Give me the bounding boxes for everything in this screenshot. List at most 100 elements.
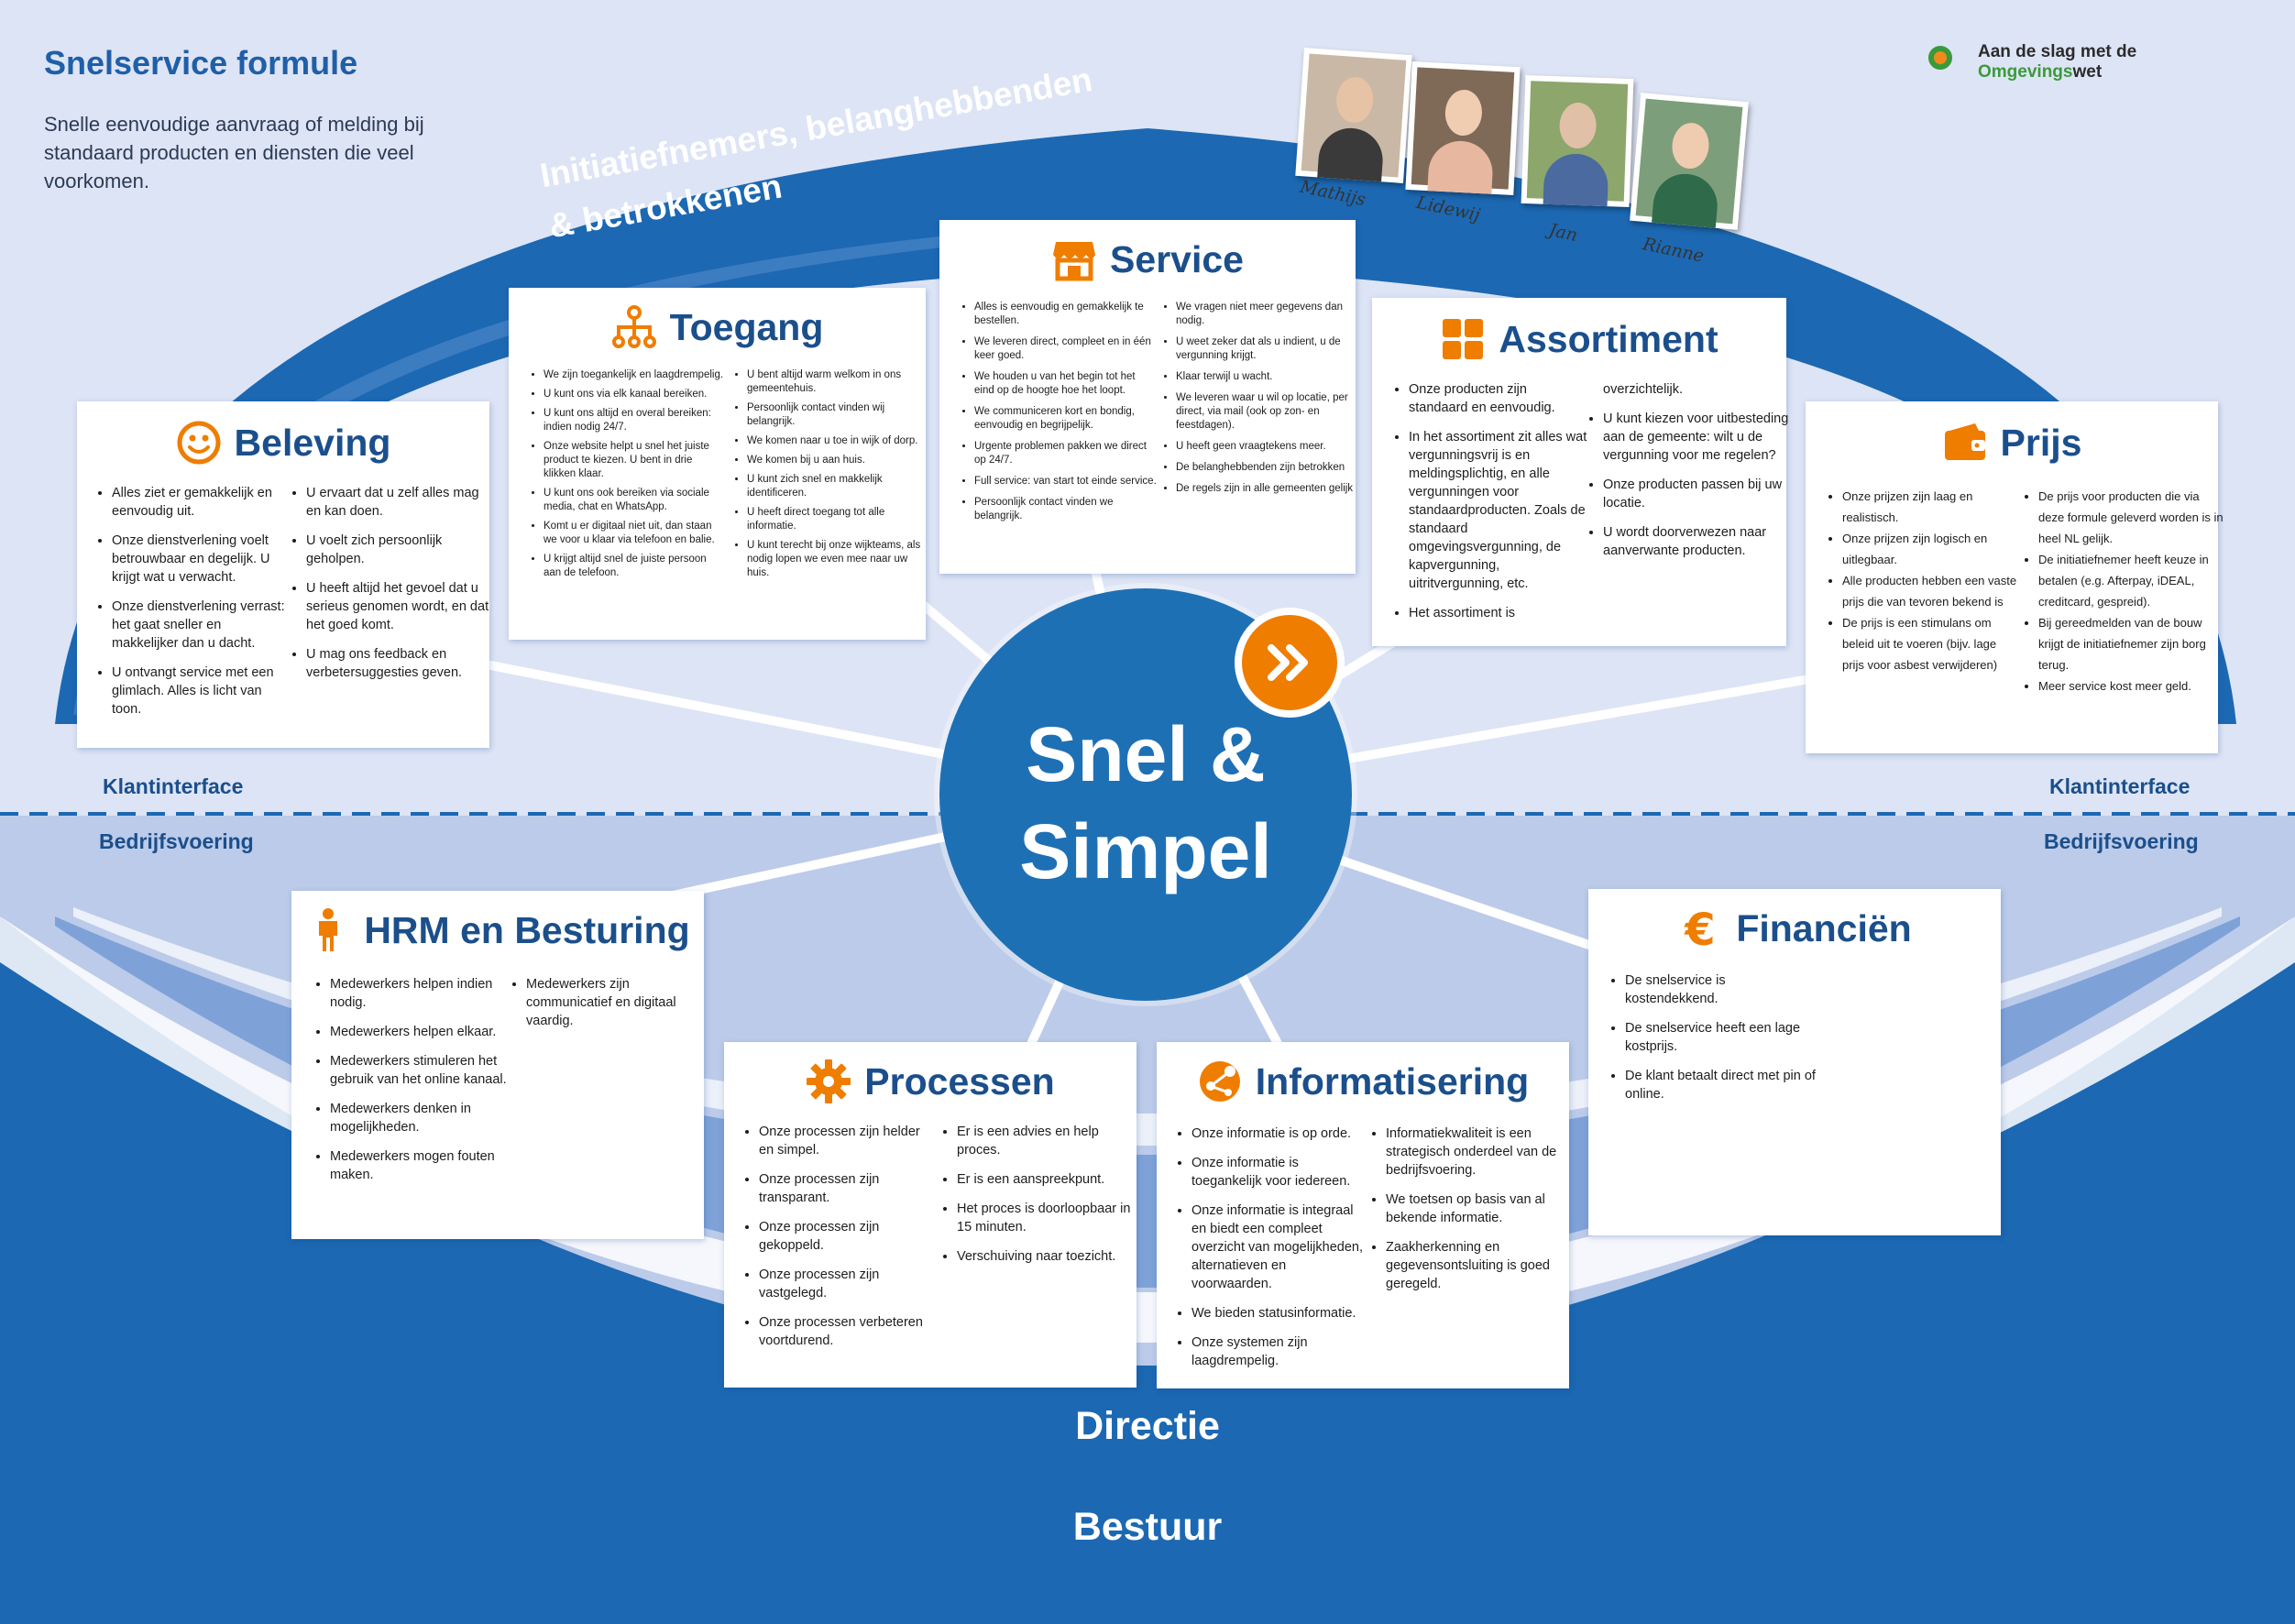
list-item: Meer service kost meer geld. (2038, 675, 2226, 697)
list-item: Onze systemen zijn laagdrempelig. (1191, 1333, 1366, 1370)
list-item: Het proces is doorloopbaar in 15 minuten… (957, 1200, 1140, 1236)
list-item: We leveren direct, compleet en in één ke… (974, 335, 1158, 363)
list-item: We komen bij u aan huis. (747, 454, 930, 467)
list-item: Persoonlijk contact vinden wij belangrij… (747, 401, 930, 429)
zone-label-klantinterface-left: Klantinterface (103, 774, 244, 798)
hub-line1: Snel & (1026, 711, 1266, 797)
list-item: Urgente problemen pakken we direct op 24… (974, 440, 1158, 467)
list-item: Onze dienstverlening voelt betrouwbaar e… (112, 532, 286, 587)
card-financien: € Financiën De snelservice is kostendekk… (1588, 889, 2001, 1235)
card-prijs: Prijs Onze prijzen zijn laag en realisti… (1806, 401, 2224, 753)
list-hrm-col1: Medewerkers helpen indien nodig. Medewer… (310, 975, 518, 1195)
list-item: Onze prijzen zijn laag en realistisch. (1842, 486, 2021, 528)
list-toegang-col2: U bent altijd warm welkom in ons gemeent… (727, 368, 930, 586)
list-item: We houden u van het begin tot het eind o… (974, 370, 1158, 398)
list-item: Full service: van start tot einde servic… (974, 475, 1158, 488)
list-item: Bij gereedmelden van de bouw krijgt de i… (2038, 612, 2226, 675)
list-item: Medewerkers stimuleren het gebruik van h… (330, 1052, 518, 1089)
list-item: Onze processen zijn gekoppeld. (759, 1218, 933, 1255)
list-item: Onze informatie is integraal en biedt ee… (1191, 1202, 1366, 1293)
list-item: Alles ziet er gemakkelijk en eenvoudig u… (112, 484, 286, 521)
grid-icon (1443, 319, 1484, 359)
list-processen-col1: Onze processen zijn helder en simpel. On… (739, 1123, 933, 1361)
list-item: De snelservice is kostendekkend. (1625, 971, 1817, 1008)
list-item: In het assortiment zit alles wat vergunn… (1409, 428, 1587, 593)
list-item: U heeft geen vraagtekens meer. (1176, 440, 1364, 454)
list-item: Onze processen zijn transparant. (759, 1170, 933, 1207)
photo-mathijs (1295, 48, 1412, 183)
list-item: We komen naar u toe in wijk of dorp. (747, 434, 930, 448)
list-informatisering-col1: Onze informatie is op orde. Onze informa… (1171, 1125, 1366, 1381)
zone-label-bedrijfsvoering-right: Bedrijfsvoering (2044, 829, 2199, 853)
smiley-icon (177, 421, 221, 465)
list-item: Alles is eenvoudig en gemakkelijk te bes… (974, 301, 1158, 328)
assortiment-col2-lead: overzichtelijk. (1603, 382, 1684, 397)
page-title: Snelservice formule (44, 44, 358, 82)
list-item: Onze website helpt u snel het juiste pro… (544, 440, 727, 481)
card-assortiment: Assortiment Onze producten zijn standaar… (1372, 298, 1788, 646)
list-item: Medewerkers zijn communicatief en digita… (526, 975, 705, 1030)
list-item: We toetsen op basis van al bekende infor… (1386, 1191, 1574, 1227)
list-item: Onze producten zijn standaard en eenvoud… (1409, 380, 1587, 417)
list-item: U weet zeker dat als u indient, u de ver… (1176, 335, 1364, 363)
list-item: U krijgt altijd snel de juiste persoon a… (544, 553, 727, 580)
person-photo-icon (1411, 67, 1515, 194)
list-item: U wordt doorverwezen naar aanverwante pr… (1603, 523, 1793, 560)
list-item: We vragen niet meer gegevens dan nodig. (1176, 301, 1364, 328)
network-icon (611, 305, 656, 348)
list-item: U kunt zich snel en makkelijk identifice… (747, 473, 930, 500)
list-item: U heeft direct toegang tot alle informat… (747, 506, 930, 533)
person-photo-icon (1526, 81, 1629, 207)
globe-icon (1199, 1061, 1240, 1102)
list-toegang-col1: We zijn toegankelijk en laagdrempelig. U… (523, 368, 727, 586)
card-title-financien: Financiën (1736, 906, 1912, 949)
card-title-assortiment: Assortiment (1499, 317, 1719, 360)
photo-rianne (1630, 93, 1749, 230)
card-title-toegang: Toegang (669, 305, 824, 348)
page-subtitle: Snelle eenvoudige aanvraag of melding bi… (44, 113, 424, 192)
logo-ring-icon (1928, 46, 1952, 70)
list-item: De prijs voor producten die via deze for… (2038, 486, 2226, 549)
list-item: Onze processen verbeteren voortdurend. (759, 1313, 933, 1350)
list-item: Onze producten passen bij uw locatie. (1603, 476, 1793, 512)
list-item: De klant betaalt direct met pin of onlin… (1625, 1067, 1817, 1103)
list-beleving-col2: U ervaart dat u zelf alles mag en kan do… (286, 484, 489, 693)
list-item: De initiatiefnemer heeft keuze in betale… (2038, 549, 2226, 612)
card-title-hrm: HRM en Besturing (364, 908, 690, 951)
card-hrm: HRM en Besturing Medewerkers helpen indi… (291, 891, 704, 1239)
list-item: U mag ons feedback en verbetersuggesties… (306, 645, 489, 682)
list-service-col1: Alles is eenvoudig en gemakkelijk te bes… (954, 301, 1158, 531)
card-title-service: Service (1110, 237, 1244, 280)
list-item: Zaakherkenning en gegevensontsluiting is… (1386, 1238, 1574, 1293)
list-item: We leveren waar u wil op locatie, per di… (1176, 391, 1364, 433)
logo-line1: Aan de slag met de (1978, 42, 2137, 61)
list-processen-col2: Er is een advies en help proces. Er is e… (937, 1123, 1140, 1277)
photo-lidewij (1405, 61, 1521, 195)
list-item: Onze prijzen zijn logisch en uitlegbaar. (1842, 528, 2021, 570)
list-item: Er is een advies en help proces. (957, 1123, 1140, 1159)
list-item: Onze processen zijn helder en simpel. (759, 1123, 933, 1159)
card-toegang: Toegang We zijn toegankelijk en laagdrem… (509, 288, 926, 640)
list-item: Informatiekwaliteit is een strategisch o… (1386, 1125, 1574, 1180)
logo-line2: Omgevingswet (1978, 62, 2102, 82)
list-item: U kunt kiezen voor uitbesteding aan de g… (1603, 410, 1793, 465)
list-prijs-col1: Onze prijzen zijn laag en realistisch. O… (1822, 486, 2021, 675)
card-title-prijs: Prijs (2000, 421, 2082, 464)
list-item: Klaar terwijl u wacht. (1176, 370, 1364, 384)
list-item: Onze dienstverlening verrast: het gaat s… (112, 598, 286, 653)
euro-icon: € (1685, 905, 1716, 951)
list-financien-col1: De snelservice is kostendekkend. De snel… (1605, 971, 1817, 1114)
list-item: Onze informatie is op orde. (1191, 1125, 1366, 1143)
list-beleving-col1: Alles ziet er gemakkelijk en eenvoudig u… (92, 484, 286, 730)
gear-icon (807, 1059, 851, 1103)
list-informatisering-col2: Informatiekwaliteit is een strategisch o… (1366, 1125, 1574, 1304)
logo-line2-dark: wet (2072, 62, 2103, 82)
list-item: De regels zijn in alle gemeenten gelijk (1176, 482, 1364, 496)
list-item: Alle producten hebben een vaste prijs di… (1842, 570, 2021, 612)
list-item: U kunt ons via elk kanaal bereiken. (544, 388, 727, 401)
card-beleving: Beleving Alles ziet er gemakkelijk en ee… (77, 401, 489, 748)
list-item: U kunt ons ook bereiken via sociale medi… (544, 487, 727, 514)
list-item: U voelt zich persoonlijk geholpen. (306, 532, 489, 568)
omgevingswet-logo: Aan de slag met de Omgevingswet (1928, 42, 2203, 88)
fast-forward-icon (1235, 608, 1345, 718)
